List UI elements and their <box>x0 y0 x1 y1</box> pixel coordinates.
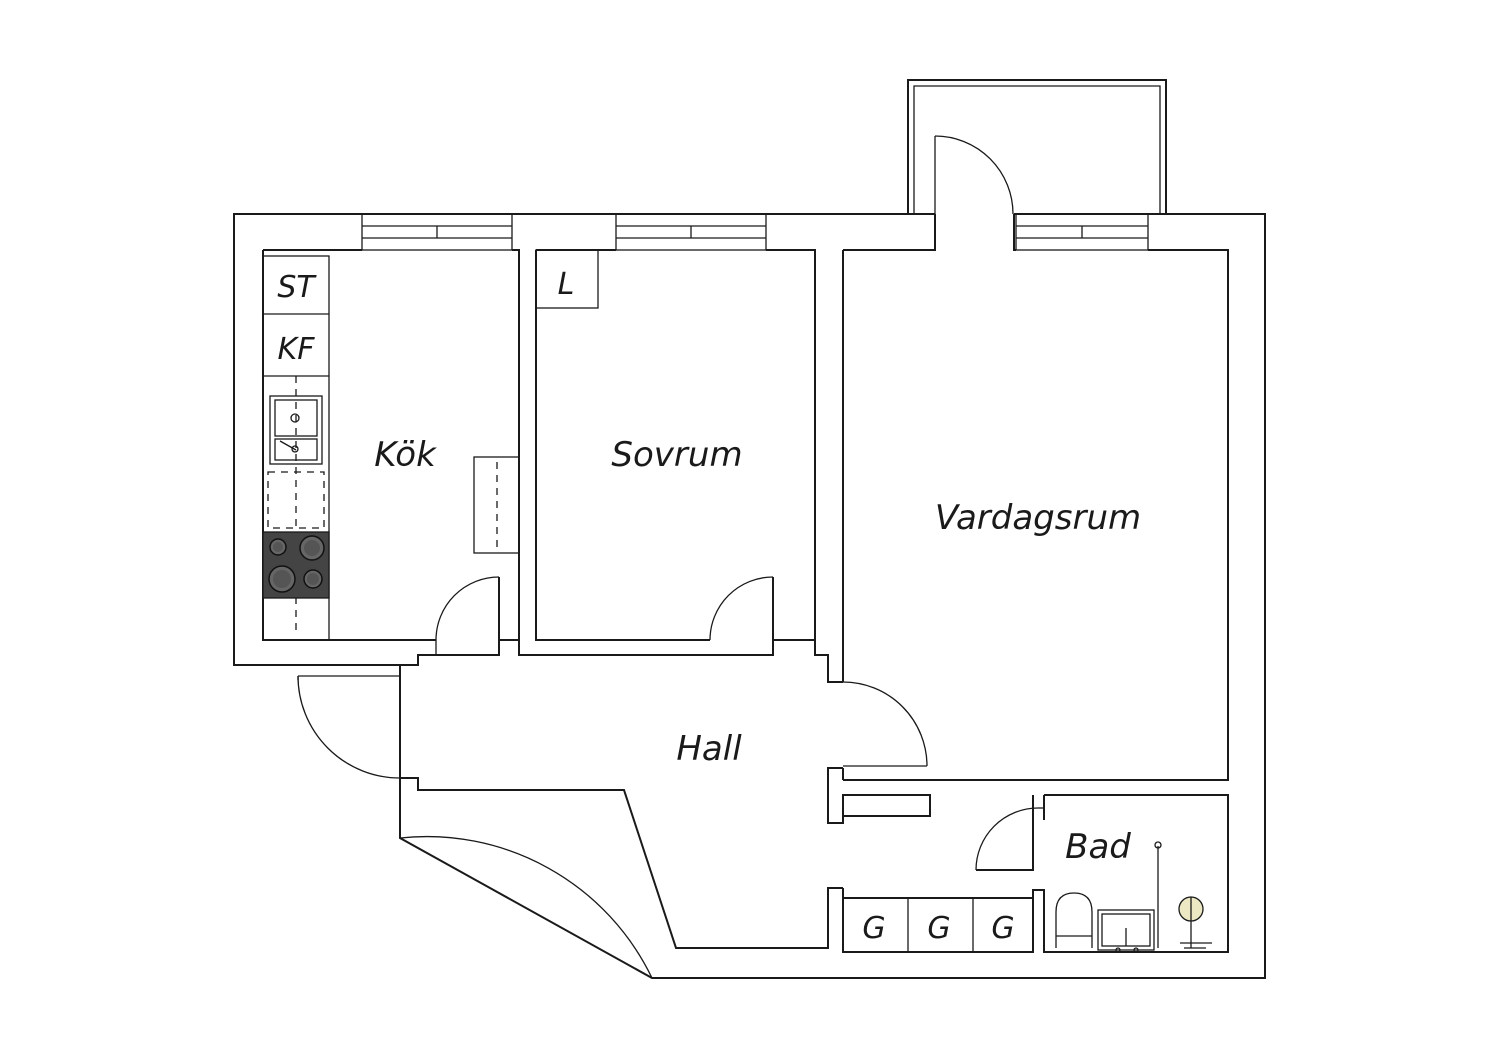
living-room-door <box>842 681 928 767</box>
bathroom-door <box>975 807 1044 871</box>
balcony-door <box>934 135 1014 215</box>
window-living <box>1015 213 1149 251</box>
entrance-door <box>297 675 401 779</box>
room-label-bedroom: Sovrum <box>611 435 742 475</box>
stove-hob-icon <box>262 531 330 599</box>
shower-icon <box>1154 841 1212 949</box>
kitchen-door <box>435 576 500 655</box>
room-label-living: Vardagsrum <box>935 498 1141 538</box>
closet <box>535 249 599 309</box>
room-label-kitchen: Kök <box>374 435 437 475</box>
living-room-walls <box>842 214 1229 781</box>
wardrobe-label-3: G <box>991 911 1014 946</box>
bedroom-door <box>709 576 774 641</box>
wash-basin-icon <box>1097 909 1155 953</box>
wardrobe-label-1: G <box>862 911 885 946</box>
kitchen-sink-icon <box>269 395 323 465</box>
fridge-freezer-label: KF <box>278 332 316 367</box>
balcony <box>907 79 1167 214</box>
toilet-icon <box>1055 892 1093 948</box>
wardrobe-label-2: G <box>927 911 950 946</box>
stove-unit-label: ST <box>277 270 317 305</box>
room-label-hall: Hall <box>676 729 742 769</box>
hall-walls <box>399 640 931 949</box>
closet-label: L <box>558 267 575 302</box>
storage-door <box>399 835 653 979</box>
kitchen-cabinet <box>473 456 520 554</box>
room-label-bath: Bad <box>1065 827 1131 867</box>
kitchen-counter <box>262 255 330 641</box>
window-kitchen <box>361 213 513 251</box>
wardrobes <box>842 888 1034 953</box>
window-bedroom <box>615 213 767 251</box>
dishwasher <box>267 471 325 529</box>
